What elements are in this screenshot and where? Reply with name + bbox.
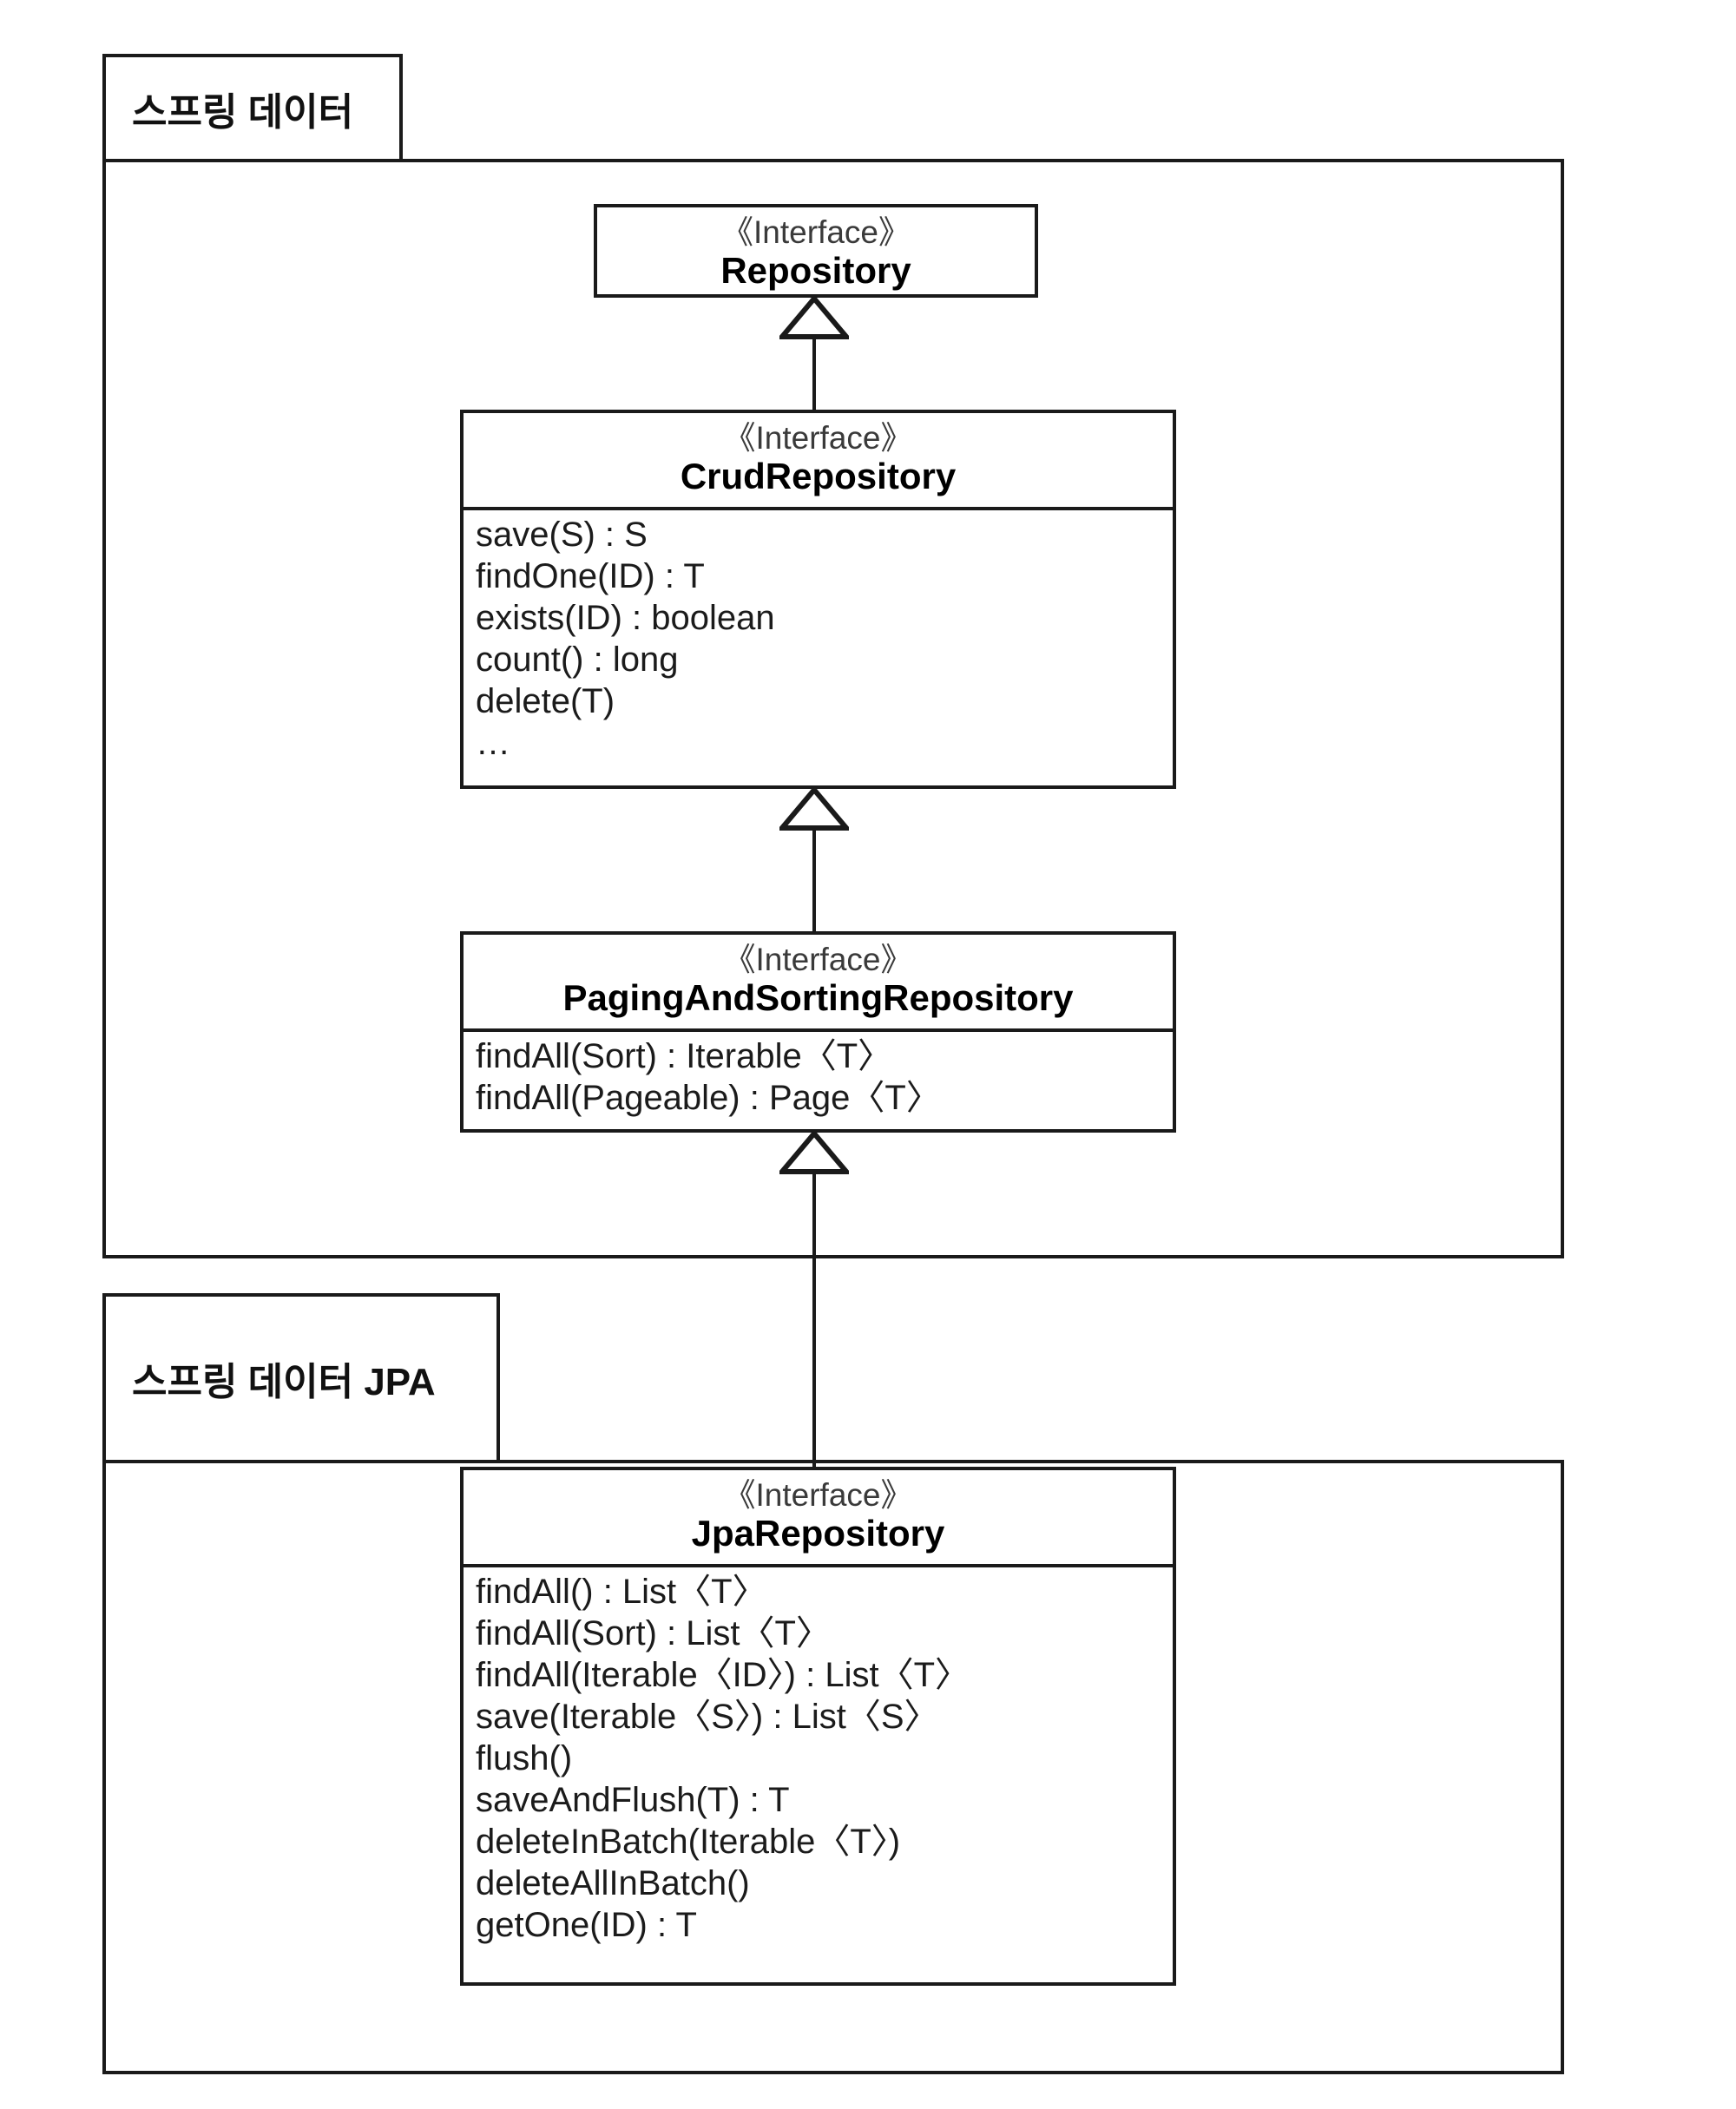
class-repository-header: 《Interface》 Repository <box>597 207 1035 301</box>
class-repository-name: Repository <box>720 250 911 292</box>
class-pagingandsortingrepository-header: 《Interface》 PagingAndSortingRepository <box>464 935 1173 1032</box>
generalization-arrow-paging-to-crud <box>779 787 849 831</box>
member: save(Iterable〈S〉) : List〈S〉 <box>476 1697 939 1736</box>
generalization-line-paging-to-crud <box>812 825 816 934</box>
generalization-line-crud-to-repository <box>812 334 816 412</box>
generalization-arrow-crud-to-repository <box>779 296 849 339</box>
member: deleteInBatch(Iterable〈T〉) <box>476 1822 901 1861</box>
member: findAll() : List〈T〉 <box>476 1572 767 1611</box>
class-crudrepository-header: 《Interface》 CrudRepository <box>464 413 1173 510</box>
member: findAll(Sort) : List〈T〉 <box>476 1613 831 1652</box>
class-crudrepository-stereotype: 《Interface》 <box>723 420 913 456</box>
class-pagingandsortingrepository-name: PagingAndSortingRepository <box>562 977 1074 1019</box>
class-jparepository-stereotype: 《Interface》 <box>723 1477 913 1513</box>
class-pagingandsortingrepository[interactable]: 《Interface》 PagingAndSortingRepository f… <box>460 931 1176 1133</box>
package-spring-data-label: 스프링 데이터 <box>132 90 354 134</box>
class-pagingandsortingrepository-stereotype: 《Interface》 <box>723 942 913 977</box>
generalization-arrow-jpa-to-paging <box>779 1131 849 1174</box>
package-spring-data-jpa-tab: 스프링 데이터 JPA <box>102 1293 500 1463</box>
member: deleteAllInBatch() <box>476 1863 750 1902</box>
member: exists(ID) : boolean <box>476 598 775 637</box>
member: findAll(Sort) : Iterable〈T〉 <box>476 1036 893 1075</box>
member: save(S) : S <box>476 515 648 554</box>
class-pagingandsortingrepository-members: findAll(Sort) : Iterable〈T〉 findAll(Page… <box>464 1032 1173 1126</box>
package-spring-data-tab: 스프링 데이터 <box>102 54 403 162</box>
generalization-line-jpa-to-paging <box>812 1169 816 1548</box>
member: findAll(Iterable〈ID〉) : List〈T〉 <box>476 1655 970 1694</box>
member: findOne(ID) : T <box>476 556 705 595</box>
member: findAll(Pageable) : Page〈T〉 <box>476 1078 941 1117</box>
member: flush() <box>476 1738 573 1777</box>
class-jparepository-members: findAll() : List〈T〉 findAll(Sort) : List… <box>464 1567 1173 1953</box>
class-crudrepository-members: save(S) : S findOne(ID) : T exists(ID) :… <box>464 510 1173 771</box>
class-crudrepository[interactable]: 《Interface》 CrudRepository save(S) : S f… <box>460 410 1176 789</box>
class-jparepository[interactable]: 《Interface》 JpaRepository findAll() : Li… <box>460 1467 1176 1986</box>
member: … <box>476 723 510 762</box>
member: getOne(ID) : T <box>476 1905 697 1944</box>
class-repository[interactable]: 《Interface》 Repository <box>594 204 1038 298</box>
member: delete(T) <box>476 681 615 720</box>
class-jparepository-name: JpaRepository <box>691 1513 945 1554</box>
class-crudrepository-name: CrudRepository <box>680 456 957 497</box>
package-spring-data-jpa-label: 스프링 데이터 JPA <box>132 1361 436 1403</box>
member: saveAndFlush(T) : T <box>476 1780 790 1819</box>
member: count() : long <box>476 640 679 679</box>
class-repository-stereotype: 《Interface》 <box>721 214 911 250</box>
class-jparepository-header: 《Interface》 JpaRepository <box>464 1470 1173 1567</box>
